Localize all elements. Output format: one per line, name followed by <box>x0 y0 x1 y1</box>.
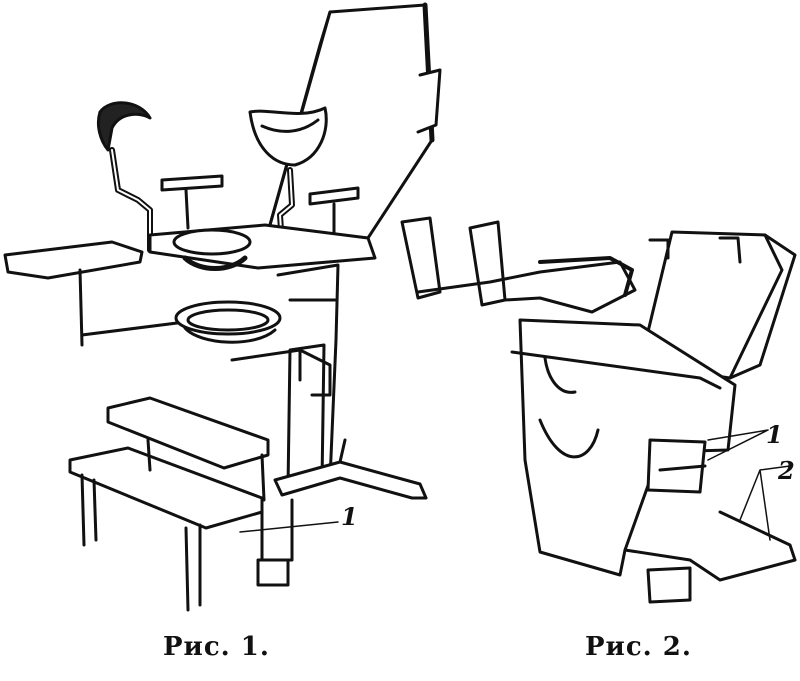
fig1-basin <box>176 302 280 334</box>
fig1-leg-support-left <box>98 103 150 150</box>
figure-2-callout-1: 1 <box>766 420 783 449</box>
figure-2-caption: Рис. 2. <box>585 632 692 662</box>
fig1-side-tray <box>5 242 142 278</box>
figure-1-callout-1: 1 <box>341 502 358 531</box>
figure-2-chair-drawing <box>402 218 795 602</box>
fig1-steps <box>108 398 268 468</box>
figure-1-chair-drawing <box>5 5 440 610</box>
fig2-body <box>520 320 735 575</box>
figure-2-callout-2: 2 <box>778 456 795 485</box>
figure-1-caption: Рис. 1. <box>163 632 270 662</box>
fig2-leg-support-left <box>402 218 440 298</box>
fig1-leg-support-right <box>250 108 326 165</box>
